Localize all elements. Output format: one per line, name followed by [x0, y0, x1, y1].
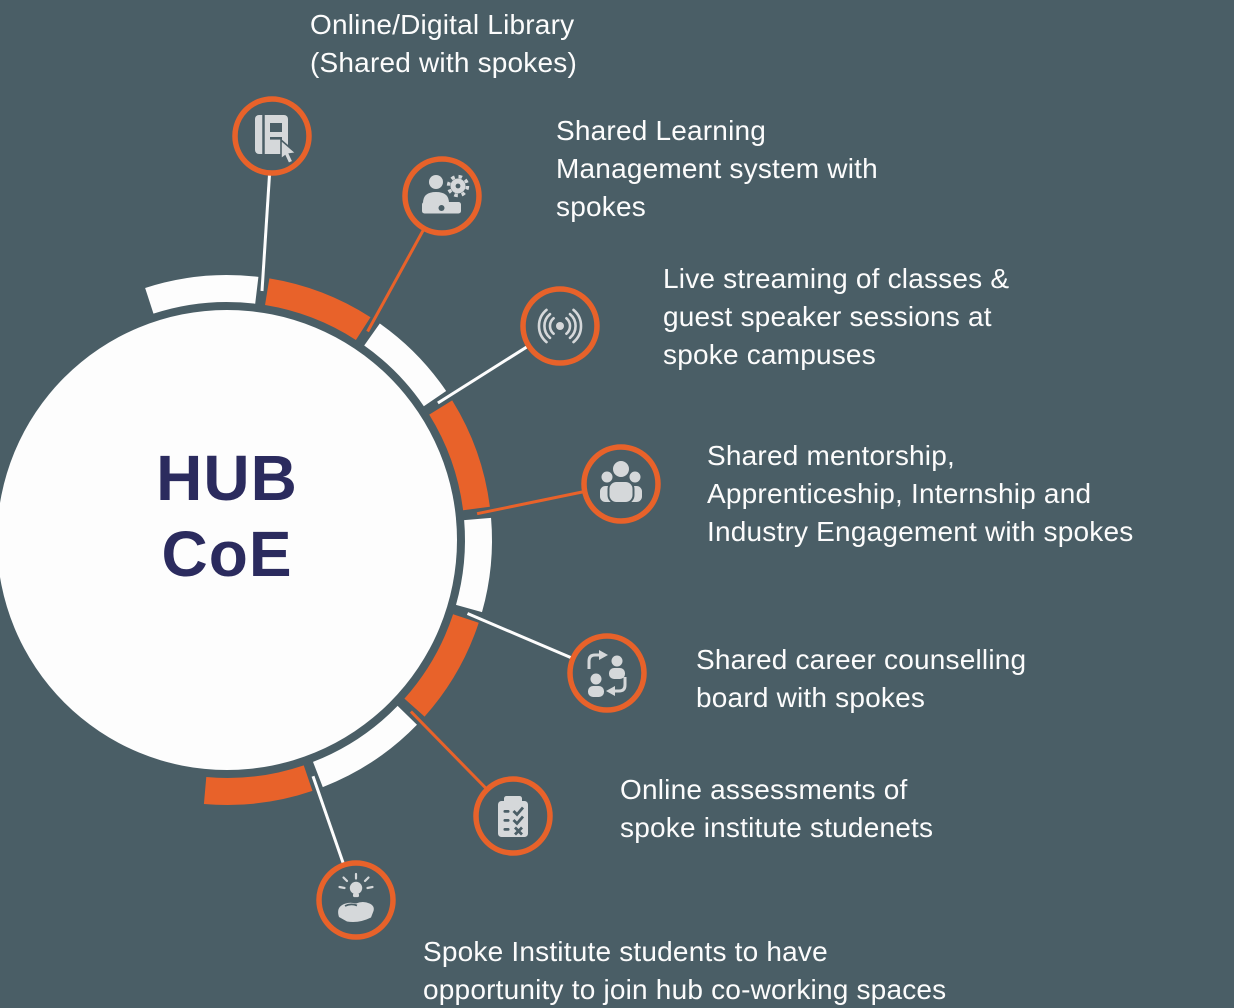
hub-title-line2: CoE: [161, 518, 293, 590]
people-exchange-icon: [587, 650, 627, 697]
broadcast-signal-icon: [537, 308, 583, 344]
book-cursor-icon: [255, 115, 298, 165]
hub-circle: [0, 310, 457, 770]
hand-bulb-icon: [338, 872, 374, 922]
ring-segment-white: [312, 705, 417, 788]
label-lms: Shared Learning Management system with s…: [556, 115, 878, 222]
hub-title-line1: HUB: [156, 442, 298, 514]
ring-segment-white: [455, 517, 492, 613]
label-mentorship: Shared mentorship, Apprenticeship, Inter…: [707, 440, 1134, 547]
label-library: Online/Digital Library (Shared with spok…: [310, 9, 578, 78]
ring-segment-white: [145, 275, 259, 314]
hub-title: HUB CoE: [77, 440, 377, 592]
career-disc: [567, 633, 647, 713]
label-coworking: Spoke Institute students to have opportu…: [423, 936, 947, 1005]
clipboard-checklist-icon: [498, 796, 528, 837]
hub-ring: [145, 275, 492, 805]
label-career: Shared career counselling board with spo…: [696, 644, 1027, 713]
person-gear-laptop-icon: [422, 174, 470, 214]
ring-segment-white: [364, 323, 447, 407]
coworking-disc: [316, 860, 396, 940]
label-assessments: Online assessments of spoke institute st…: [620, 774, 934, 843]
ring-segment-orange: [429, 400, 490, 511]
ring-segment-orange: [404, 614, 479, 717]
connector-lines: [260, 135, 622, 901]
ring-segment-orange: [264, 278, 371, 341]
people-group-icon: [598, 459, 644, 504]
ring-segment-orange: [203, 765, 313, 805]
label-streaming: Live streaming of classes & guest speake…: [663, 263, 1010, 370]
